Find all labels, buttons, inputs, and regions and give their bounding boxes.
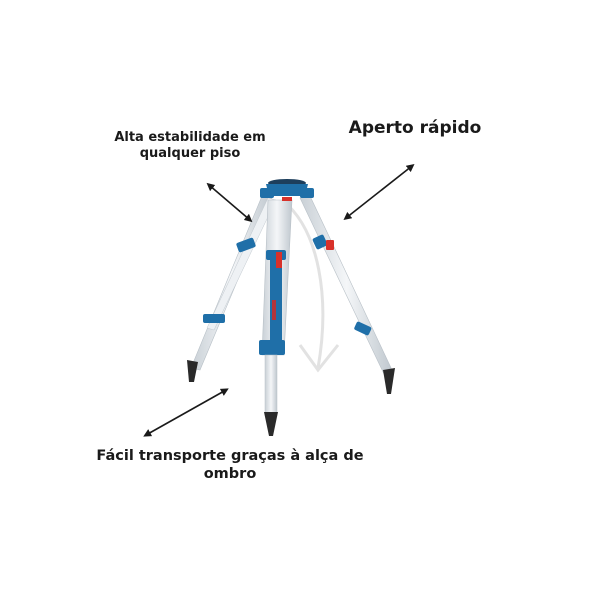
quick-lock-callout: Aperto rápido [335,118,495,139]
stability-callout: Alta estabilidade em qualquer piso [95,130,285,163]
quick-lock-arrow-icon [343,164,415,220]
transport-callout-line2: ombro [203,466,257,483]
tripod-left-leg [187,195,277,382]
transport-arrow-icon [143,388,229,437]
transport-callout: Fácil transporte graças à alça de ombro [80,447,380,483]
stability-arrow-icon [206,182,253,223]
curved-arrow-watermark-icon [281,198,340,373]
quick-lock-callout-text: Aperto rápido [348,118,482,138]
tripod-head [260,179,314,201]
stability-callout-line2: qualquer piso [139,146,241,162]
transport-callout-line1: Fácil transporte graças à alça de [96,448,364,464]
tripod-right-leg [299,195,395,394]
stability-callout-line1: Alta estabilidade em [114,130,266,145]
tripod-center-leg [259,199,293,436]
